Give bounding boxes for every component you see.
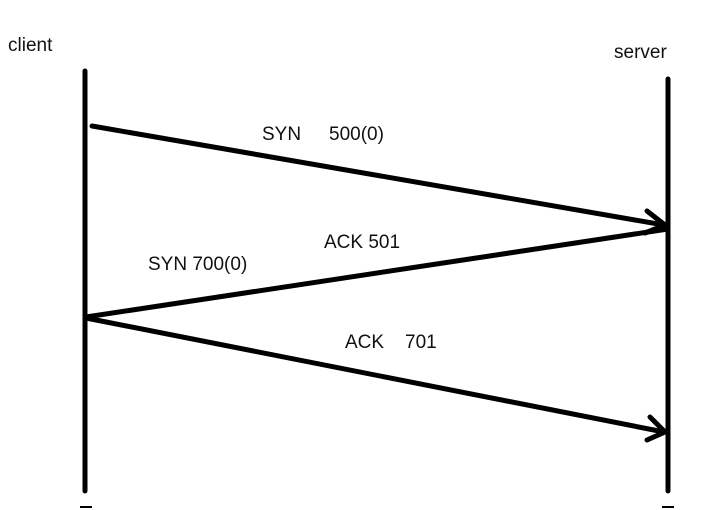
- message-syn-500: SYN 500(0): [89, 123, 668, 236]
- syn-label: SYN: [262, 124, 301, 145]
- ack-label: ACK: [345, 332, 384, 353]
- message-syn-ack: ACK 501 SYN 700(0): [83, 226, 671, 320]
- ack-701-arrow-line: [83, 315, 667, 435]
- client-label: client: [8, 35, 53, 56]
- message-ack-701: ACK 701: [83, 315, 668, 443]
- server-label: server: [614, 42, 667, 63]
- ack-701-arrowhead: [644, 414, 668, 443]
- syn-700-label: SYN 700(0): [148, 254, 247, 275]
- syn-500-arrow-line: [89, 123, 667, 228]
- ack-number-label: 701: [405, 332, 437, 353]
- syn-ack-arrow-line: [83, 226, 671, 320]
- ack-501-label: ACK 501: [324, 232, 400, 253]
- syn-seq-label: 500(0): [329, 124, 384, 145]
